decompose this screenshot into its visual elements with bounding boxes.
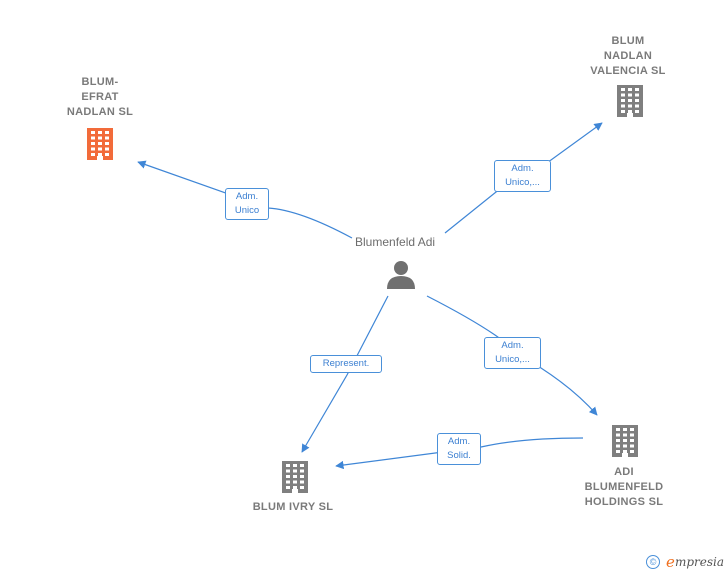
edge-label-holdings: Adm. Unico,... [484, 337, 541, 369]
building-icon-holdings[interactable] [612, 425, 638, 457]
edge-person-ivry [301, 295, 389, 453]
edges-layer [137, 122, 603, 470]
edge-person-efrat [137, 160, 353, 239]
company-label-valencia[interactable]: BLUM NADLAN VALENCIA SL [590, 35, 666, 77]
edge-holdings-ivry [335, 437, 584, 470]
copyright-icon: © [646, 555, 661, 569]
edge-label-solid: Adm. Solid. [437, 433, 481, 465]
icons-layer [87, 85, 643, 493]
edge-label-ivry: Represent. [310, 355, 382, 373]
building-icon-ivry[interactable] [282, 461, 308, 493]
company-label-ivry[interactable]: BLUM IVRY SL [252, 501, 334, 513]
building-icon-efrat[interactable] [87, 128, 113, 160]
empresia-logo-initial: e [666, 553, 675, 571]
building-icon-valencia[interactable] [617, 85, 643, 117]
edge-label-valencia: Adm. Unico,... [494, 160, 551, 192]
empresia-logo-text: mpresia [674, 555, 724, 569]
edge-label-efrat: Adm. Unico [225, 188, 269, 220]
person-label[interactable]: Blumenfeld Adi [355, 235, 436, 249]
company-label-holdings[interactable]: ADI BLUMENFELD HOLDINGS SL [584, 466, 664, 508]
company-label-efrat[interactable]: BLUM- EFRAT NADLAN SL [66, 76, 134, 118]
person-icon[interactable] [387, 261, 415, 289]
